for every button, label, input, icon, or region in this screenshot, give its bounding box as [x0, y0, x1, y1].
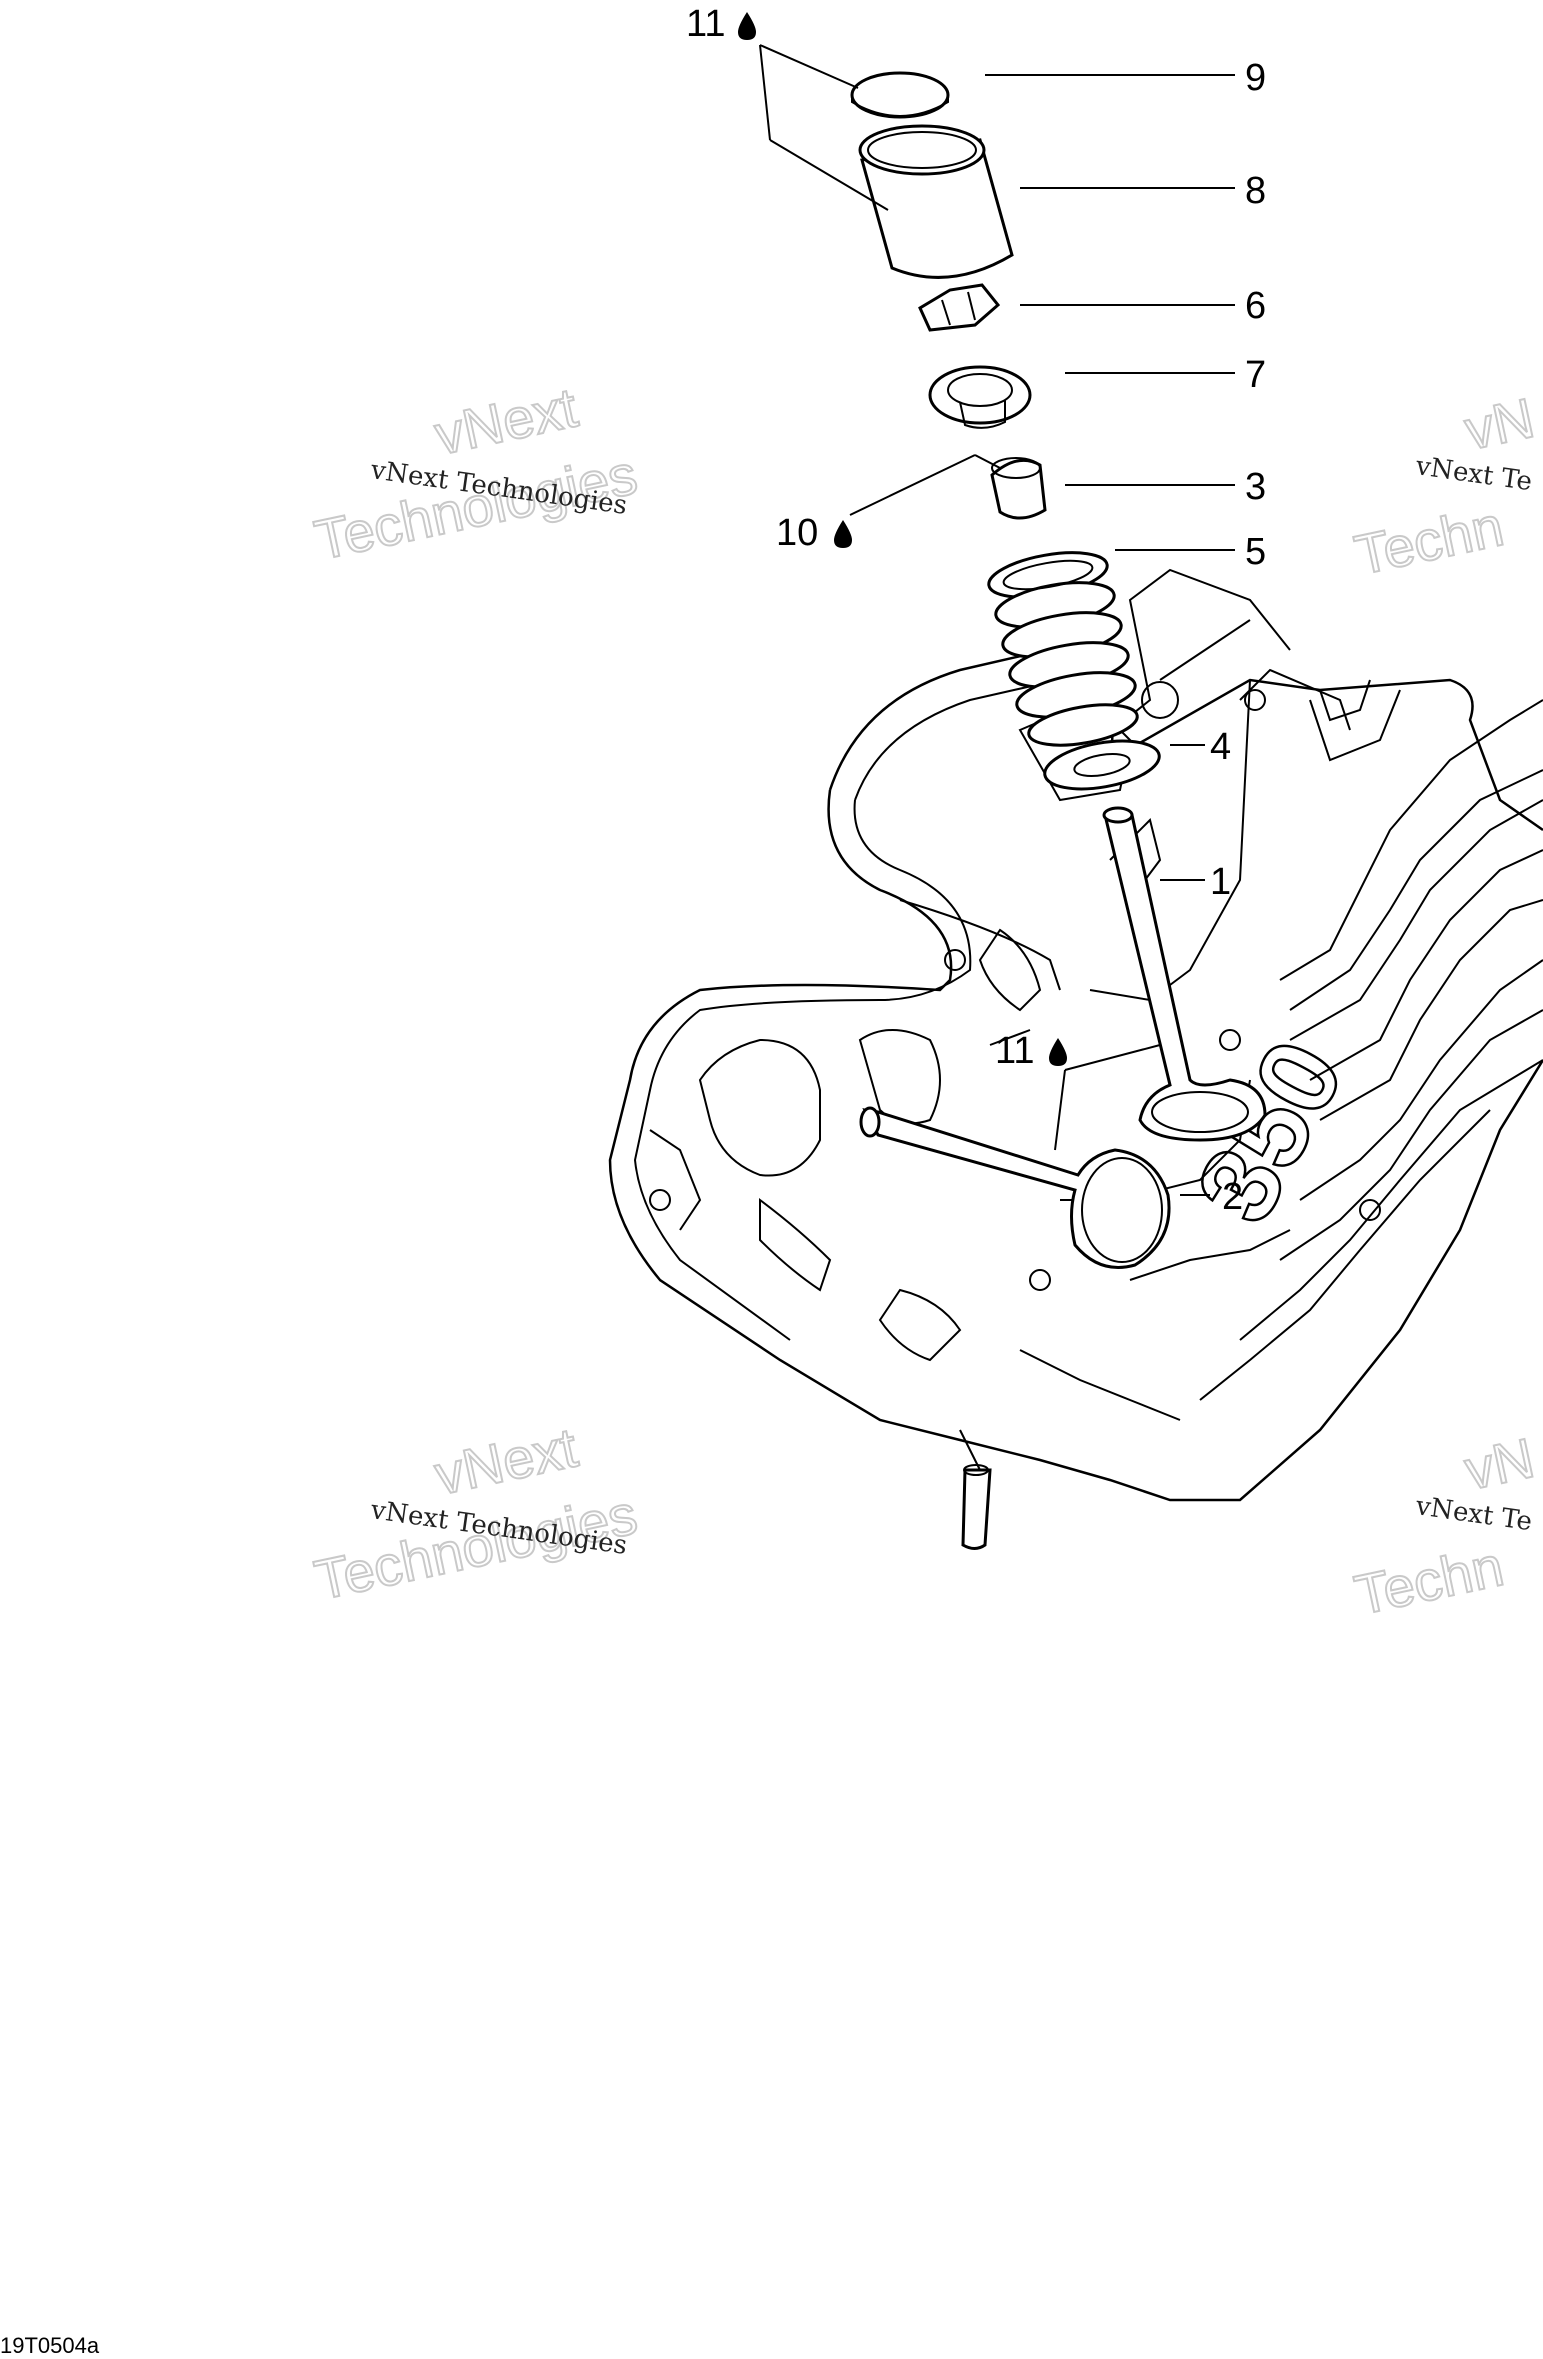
- svg-text:vN: vN: [1459, 1426, 1539, 1502]
- svg-text:3: 3: [1245, 466, 1266, 508]
- valve-keeper-part: [918, 283, 1001, 332]
- svg-text:5: 5: [1245, 531, 1266, 573]
- svg-text:9: 9: [1245, 57, 1266, 99]
- watermark-right-top: vN Techn vNext Te: [1348, 385, 1540, 588]
- valve-stem-seal-part: [990, 457, 1047, 520]
- callout-1: 1: [1210, 861, 1231, 903]
- figure-code: 19T0504a: [0, 2333, 100, 2358]
- svg-text:11: 11: [995, 1030, 1034, 1072]
- callout-11-middle: 11: [995, 1030, 1067, 1072]
- svg-text:Techn: Techn: [1349, 494, 1508, 587]
- callout-8: 8: [1245, 170, 1266, 212]
- valve-spring-part: [987, 551, 1139, 747]
- watermark-left-bottom: vNext Technologies vNext Technologies: [308, 1414, 643, 1612]
- callout-2: 2: [1222, 1176, 1243, 1218]
- callout-10: 10: [776, 512, 852, 554]
- svg-text:vNext: vNext: [429, 1415, 583, 1506]
- leader-lines: [759, 44, 1235, 1196]
- watermark-right-bottom: vN Techn vNext Te: [1348, 1425, 1540, 1628]
- svg-text:4: 4: [1210, 726, 1231, 768]
- svg-text:vN: vN: [1459, 386, 1539, 462]
- svg-text:10: 10: [776, 512, 818, 554]
- svg-text:6: 6: [1245, 285, 1266, 327]
- callout-7: 7: [1245, 354, 1266, 396]
- svg-text:Techn: Techn: [1349, 1534, 1508, 1627]
- svg-text:2: 2: [1222, 1176, 1243, 1218]
- callout-9: 9: [1245, 57, 1266, 99]
- spring-retainer-part: [928, 365, 1032, 429]
- svg-text:vNext: vNext: [429, 375, 583, 466]
- intake-valve-part: [1102, 806, 1267, 1142]
- svg-text:7: 7: [1245, 354, 1266, 396]
- callout-5: 5: [1245, 531, 1266, 573]
- svg-text:1: 1: [1210, 861, 1231, 903]
- svg-text:11: 11: [686, 3, 725, 45]
- spring-seat-part: [1043, 739, 1161, 791]
- watermark-left-top: vNext Technologies vNext Technologies: [308, 374, 643, 572]
- svg-text:8: 8: [1245, 170, 1266, 212]
- callout-4: 4: [1210, 726, 1231, 768]
- shim-part: [850, 71, 950, 119]
- callout-3: 3: [1245, 466, 1266, 508]
- callout-6: 6: [1245, 285, 1266, 327]
- tappet-part: [858, 124, 1014, 279]
- callout-11-top: 11: [686, 3, 756, 45]
- exhaust-valve-part: [859, 1106, 1171, 1269]
